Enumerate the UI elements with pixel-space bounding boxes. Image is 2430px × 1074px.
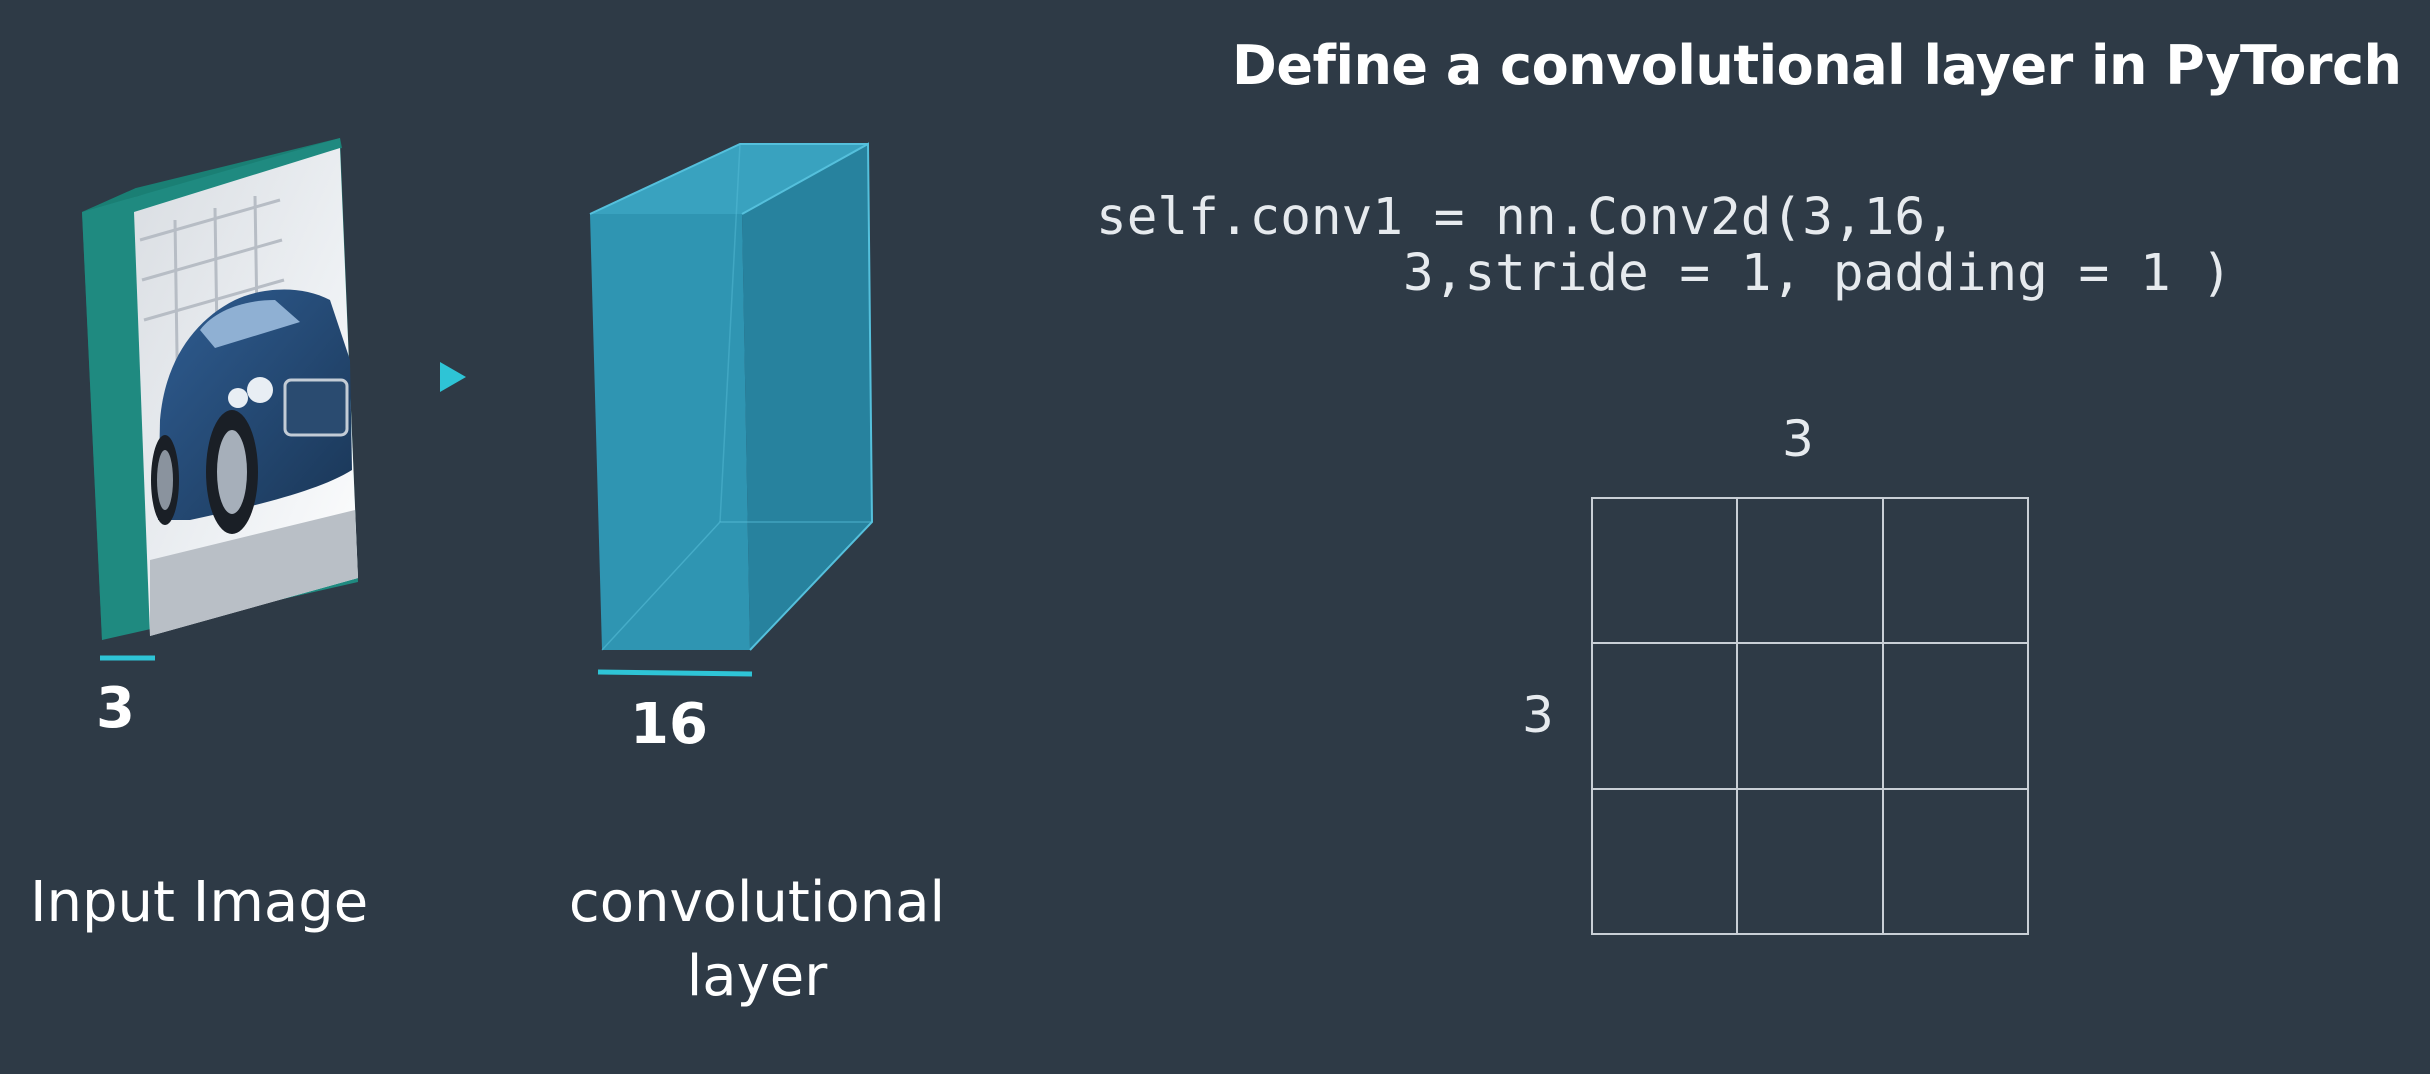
flow-arrow	[356, 362, 466, 392]
kernel-grid-border	[1591, 497, 2029, 935]
code-line-1: self.conv1 = nn.Conv2d(3,16,	[1096, 188, 1956, 247]
code-block: self.conv1 = nn.Conv2d(3,16, 3,stride = …	[1096, 190, 2232, 302]
conv-block-top	[590, 144, 868, 214]
conv-layer-block	[589, 142, 874, 651]
kernel-width-label: 3	[1782, 410, 1814, 468]
conv-block-front	[590, 214, 750, 650]
kernel-height-label: 3	[1522, 686, 1554, 744]
conv-block-side	[742, 144, 872, 650]
kernel-grid	[1591, 497, 2029, 935]
input-image-caption: Input Image	[30, 870, 369, 935]
input-depth-label: 3	[96, 676, 135, 741]
car-photo	[150, 289, 358, 636]
conv-layer-caption: convolutional layer	[550, 866, 964, 1014]
conv-depth-label: 16	[630, 692, 708, 757]
conv-caption-line-2: layer	[686, 944, 828, 1009]
code-line-2: 3,stride = 1, padding = 1 )	[1096, 244, 2233, 303]
input-image-block	[82, 138, 358, 640]
slide-title: Define a convolutional layer in PyTorch	[1232, 34, 2402, 97]
conv-caption-line-1: convolutional	[568, 870, 946, 935]
conv-depth-underline	[597, 669, 753, 677]
